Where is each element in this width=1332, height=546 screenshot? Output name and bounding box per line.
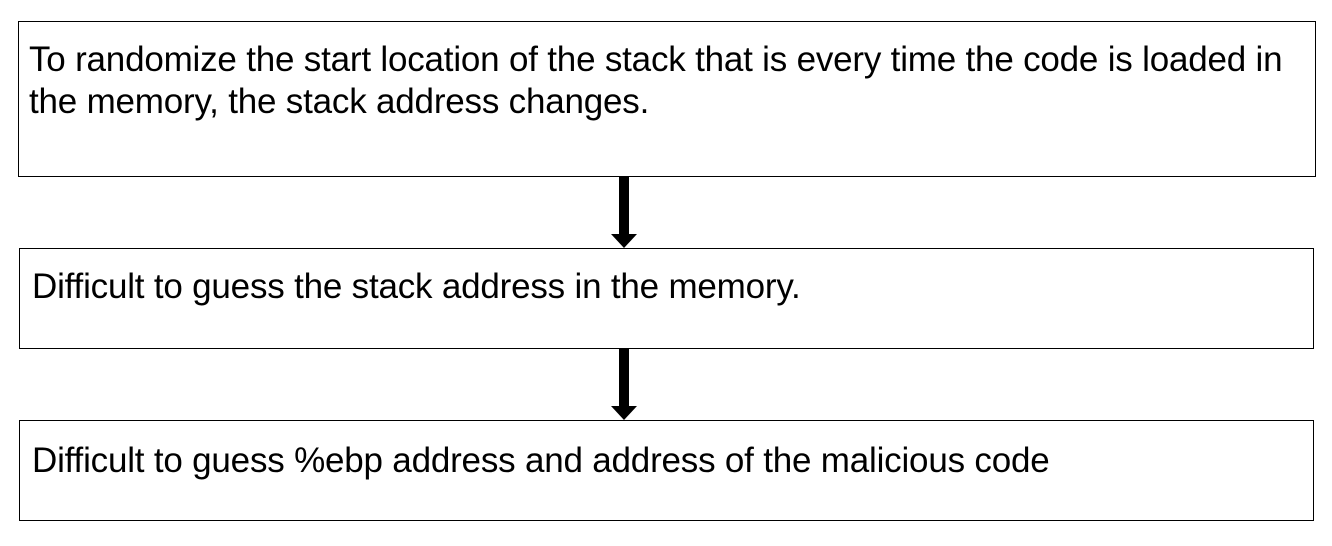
flow-step-1-box: To randomize the start location of the s… <box>18 21 1316 177</box>
flow-step-3-text: Difficult to guess %ebp address and addr… <box>32 441 1050 480</box>
flow-step-2-box: Difficult to guess the stack address in … <box>19 248 1314 349</box>
flow-step-3-box: Difficult to guess %ebp address and addr… <box>19 420 1314 521</box>
down-arrow-1 <box>611 177 637 248</box>
flow-step-1-text: To randomize the start location of the s… <box>29 40 1292 121</box>
down-arrow-2 <box>611 349 637 420</box>
flow-step-2-text: Difficult to guess the stack address in … <box>32 267 801 306</box>
